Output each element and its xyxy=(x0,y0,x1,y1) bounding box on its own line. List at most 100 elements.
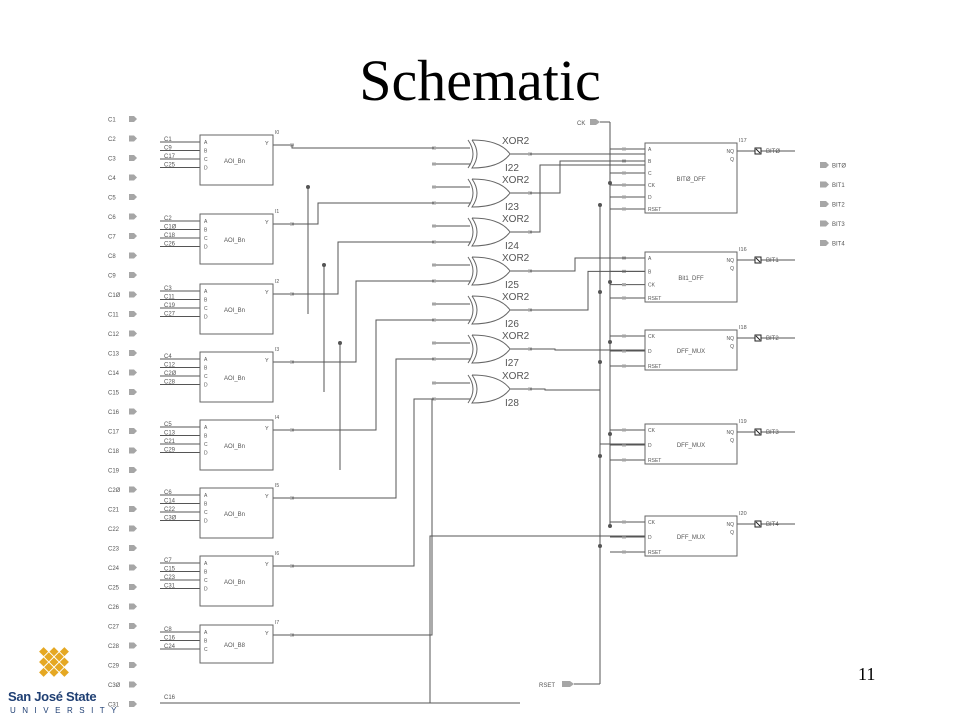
input-port-arrow xyxy=(129,272,137,278)
dff-port-label: CK xyxy=(648,520,656,526)
xor-gate-type: XOR2 xyxy=(502,253,530,264)
input-port: C8 xyxy=(108,252,137,260)
input-port-label: C26 xyxy=(108,605,120,611)
dff-port-label: NQ xyxy=(727,149,735,155)
input-port: C4 xyxy=(108,174,137,182)
aoi-port-label: C xyxy=(204,157,208,163)
university-name: San José State xyxy=(8,689,97,704)
dff-port-label: D xyxy=(648,535,652,541)
input-port-label: C24 xyxy=(108,566,120,572)
dff-port-label: C xyxy=(648,171,652,177)
aoi-input-label: C5 xyxy=(164,422,172,428)
dff-instance-label: I19 xyxy=(739,419,747,425)
junction-dot xyxy=(322,263,326,267)
input-port: C25 xyxy=(108,584,137,592)
xor-gate-back-curve xyxy=(467,295,474,325)
input-port-label: C23 xyxy=(108,547,120,553)
dff-port-label: CK xyxy=(648,283,656,289)
input-port: C7 xyxy=(108,233,137,241)
pin-marker xyxy=(432,185,436,189)
aoi-input-label: C27 xyxy=(164,312,176,318)
xor-gate-type: XOR2 xyxy=(502,136,530,147)
aoi-instance-label: I4 xyxy=(275,415,279,421)
aoi-input-label: C9 xyxy=(164,146,172,152)
xor-to-dff-net xyxy=(530,270,645,311)
dff-block-body xyxy=(644,515,738,557)
input-port-arrow xyxy=(129,135,137,142)
pin-marker xyxy=(432,224,436,228)
dff-port-label: B xyxy=(648,159,652,165)
output-port-label: BIT3 xyxy=(832,222,845,228)
input-port: C11 xyxy=(108,311,137,319)
aoi-input-label: C29 xyxy=(164,448,176,454)
dff-port-label: RSET xyxy=(648,207,661,213)
xor-gate-type: XOR2 xyxy=(502,331,530,342)
pin-marker xyxy=(622,520,626,524)
aoi-to-xor-net xyxy=(292,398,434,567)
output-port-label: BIT1 xyxy=(832,183,845,189)
input-port: C31 xyxy=(108,701,137,709)
input-port-label: C3 xyxy=(108,157,116,163)
input-port-arrow xyxy=(129,486,137,493)
dff-instance-label: I17 xyxy=(739,138,747,144)
wire-layer: CK RSET xyxy=(160,119,795,704)
dff-port-label: RSET xyxy=(648,364,661,370)
aoi-block-name: AOI_B8 xyxy=(224,643,246,649)
aoi-to-xor-net xyxy=(291,145,434,149)
input-port-arrow xyxy=(129,311,137,317)
input-port-arrow xyxy=(129,447,137,454)
logo-tile xyxy=(39,667,49,677)
rset-port-arrow xyxy=(562,681,574,687)
dff-block-name: DFF_MUX xyxy=(677,535,705,541)
dff-port-label: Q xyxy=(730,344,734,350)
input-port: C12 xyxy=(108,330,137,338)
aoi-port-label: B xyxy=(204,639,208,645)
aoi-output-port-label: Y xyxy=(265,426,269,432)
aoi-port-label: C xyxy=(204,442,208,448)
aoi-to-xor-net xyxy=(292,202,434,225)
input-port-label: C28 xyxy=(108,644,120,650)
xor-to-dff-net xyxy=(530,348,645,351)
dff-port-label: NQ xyxy=(727,258,735,264)
aoi-input-label: C19 xyxy=(164,303,176,309)
ck-port-arrow xyxy=(590,119,600,125)
aoi-port-label: D xyxy=(204,519,208,525)
aoi-input-label: C31 xyxy=(164,584,176,590)
input-port: C9 xyxy=(108,272,137,280)
input-port-label: C1 xyxy=(108,118,116,124)
xor-gate-body xyxy=(471,217,511,247)
dff-instance-label: I16 xyxy=(739,247,747,253)
aoi-input-label: C2Ø xyxy=(164,371,177,377)
xor-instance-label: I24 xyxy=(505,241,519,252)
aoi-port-label: A xyxy=(204,425,208,431)
dff-block-name: DFF_MUX xyxy=(677,349,705,355)
xor-gate-body xyxy=(471,139,511,169)
input-port: C19 xyxy=(108,467,137,475)
aoi-port-label: A xyxy=(204,289,208,295)
aoi-port-label: C xyxy=(204,510,208,516)
aoi-output-port-label: Y xyxy=(265,358,269,364)
aoi-port-label: D xyxy=(204,383,208,389)
xor-gate-layer: XOR2I22XOR2I23XOR2I24XOR2I25XOR2I26XOR2I… xyxy=(467,136,530,409)
output-pin-mark xyxy=(755,148,761,154)
xor-to-dff-net xyxy=(530,257,645,272)
aoi-instance-label: I6 xyxy=(275,551,279,557)
input-port-label: C11 xyxy=(108,313,119,319)
aoi-block-body xyxy=(199,555,274,607)
input-port: C3Ø xyxy=(108,681,137,689)
aoi-input-label: C2 xyxy=(164,216,172,222)
input-port: C2 xyxy=(108,135,137,143)
aoi-input-label: C26 xyxy=(164,242,176,248)
xor-instance-label: I28 xyxy=(505,398,519,409)
input-port: C3 xyxy=(108,155,137,163)
input-port-arrow xyxy=(129,291,137,298)
input-port-label: C4 xyxy=(108,176,116,182)
output-port-arrow xyxy=(820,201,829,207)
pin-marker xyxy=(622,296,626,300)
pin-marker xyxy=(622,349,626,353)
